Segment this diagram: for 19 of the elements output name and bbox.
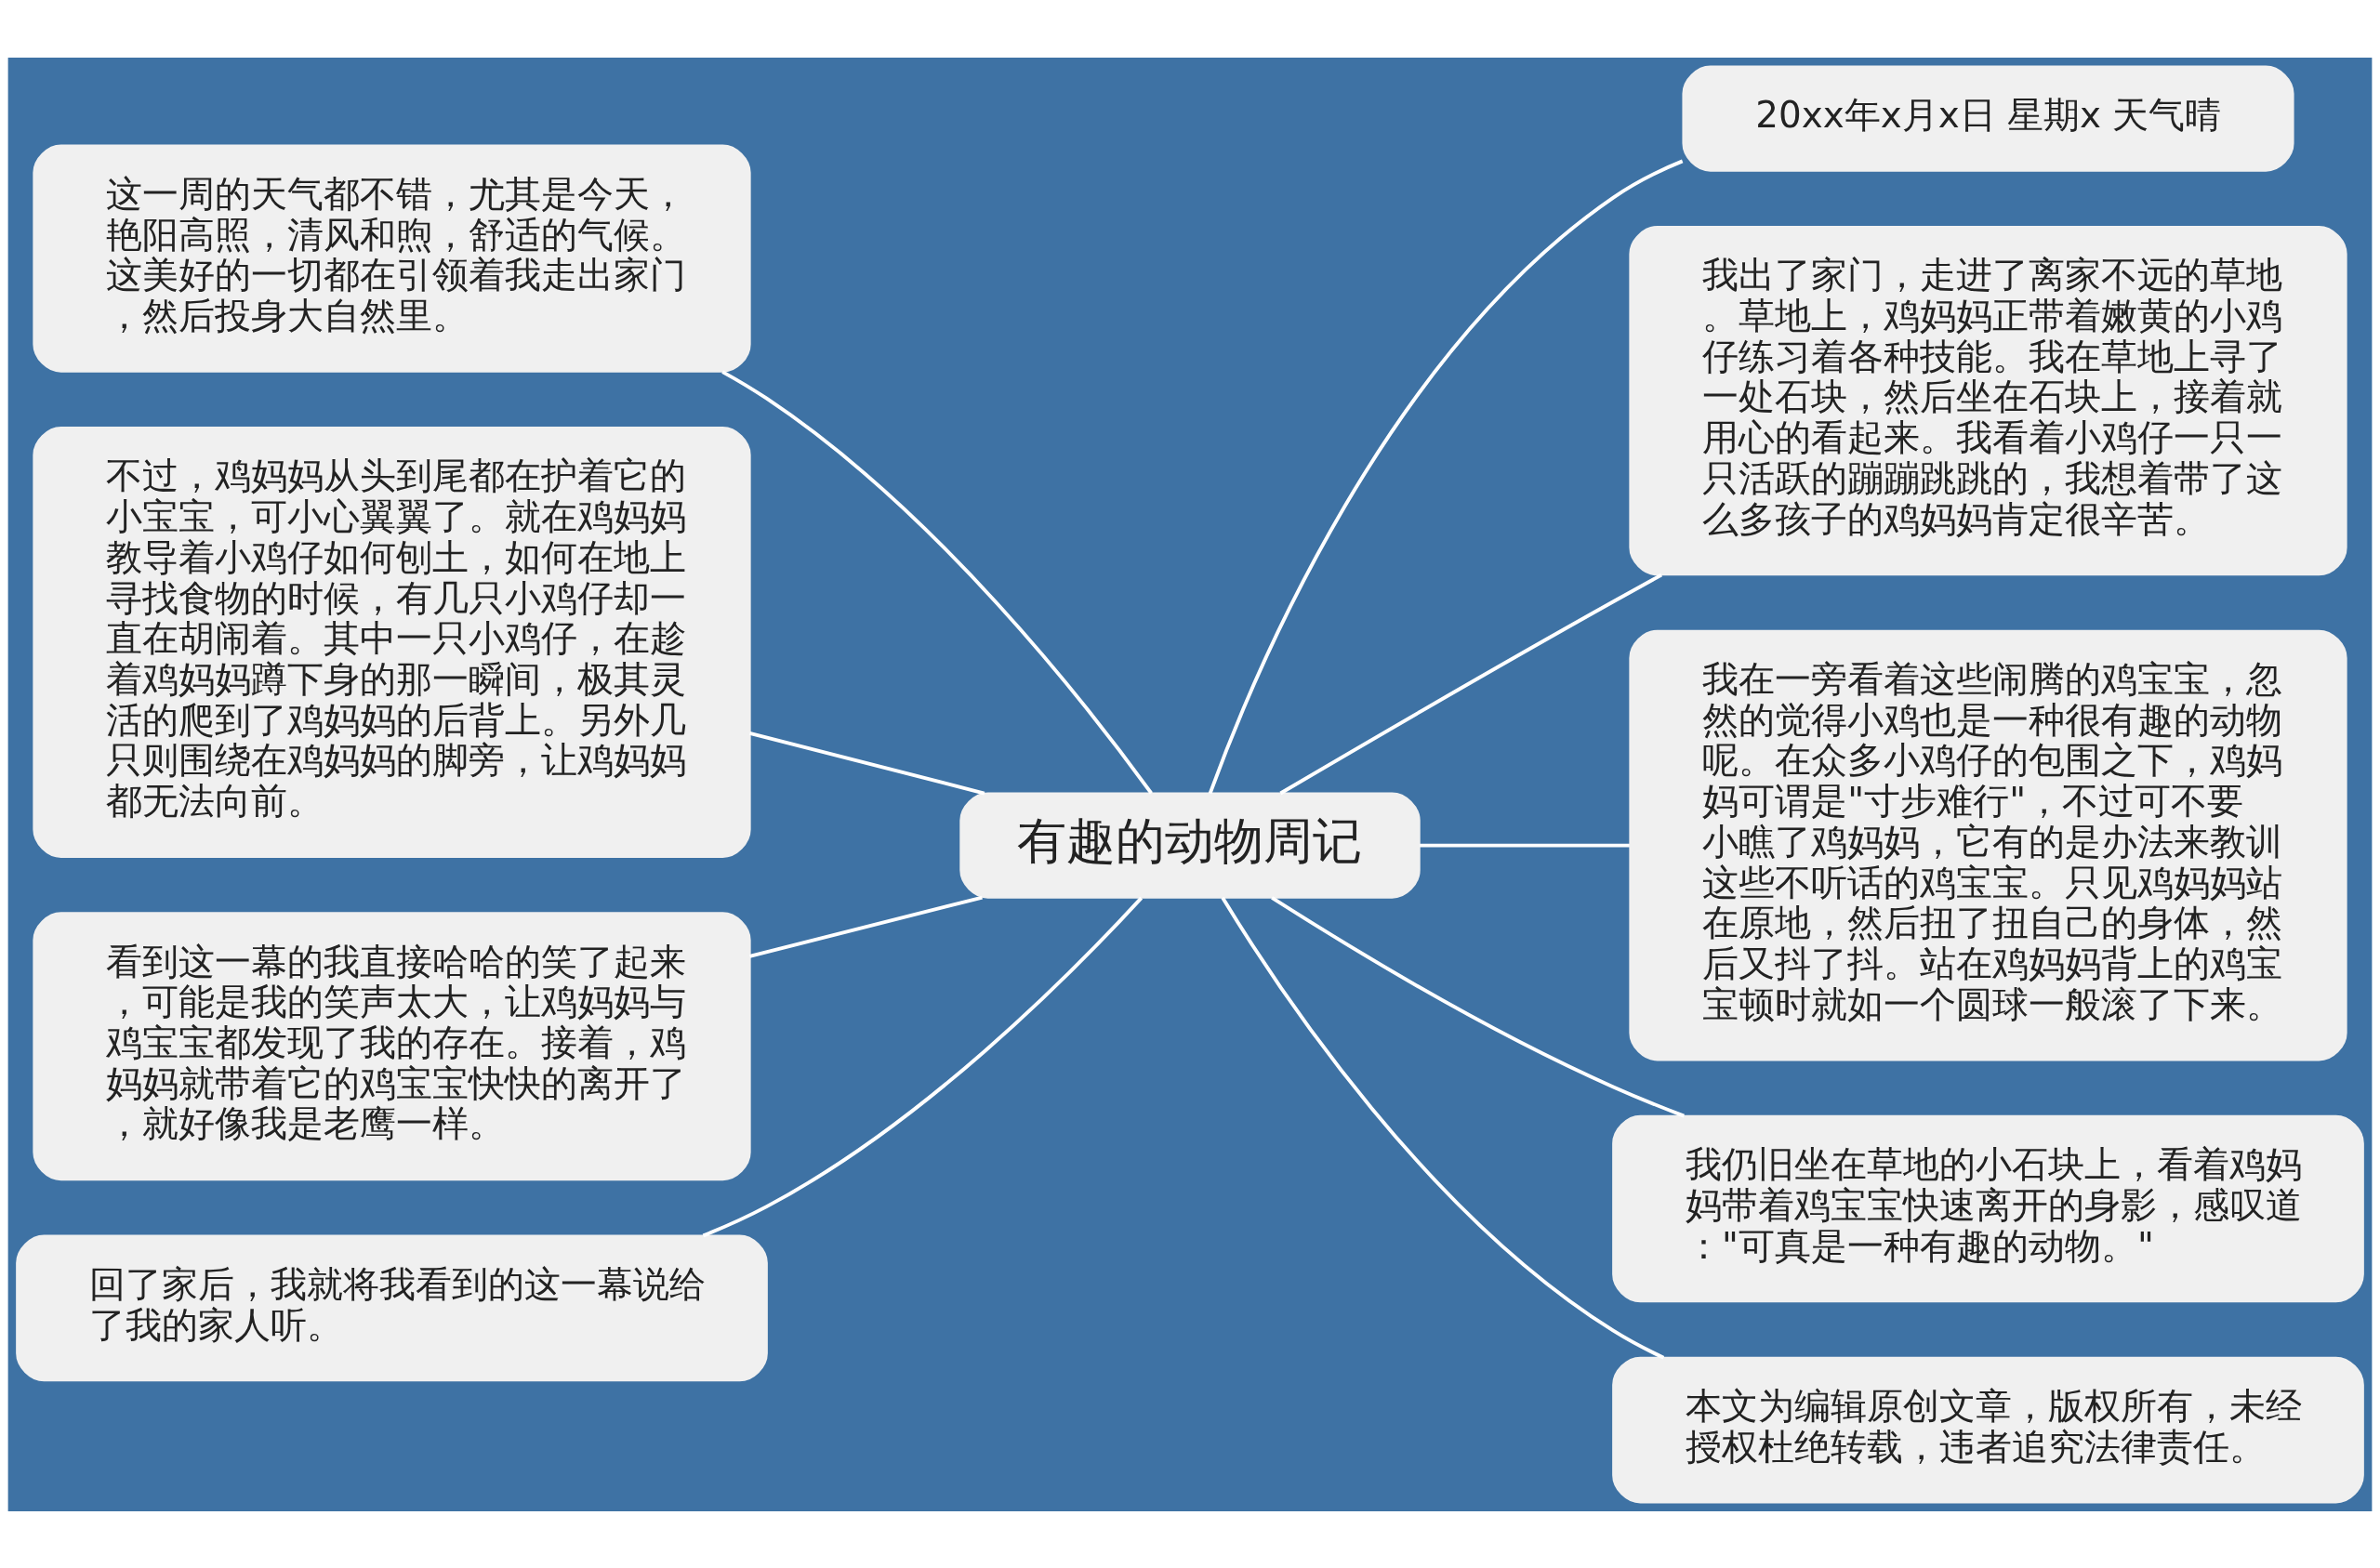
- connector: [721, 369, 1153, 795]
- connector: [748, 731, 985, 795]
- connector: [1208, 159, 1684, 794]
- node-box: 不过，鸡妈妈从头到尾都在护着它的小宝宝，可小心翼翼了。就在鸡妈妈教导着小鸡仔如何刨土，如何在地上寻找食物的时候，有几只小鸡仔却一直在胡闹着。其中一只小鸡仔，在趁着鸡妈妈蹲下身的那一瞬间，极其灵活的爬到了鸡妈妈的后背上。另外几只则围绕在鸡妈妈的脚旁，让鸡妈妈都无法向前。: [33, 426, 751, 858]
- connector: [1271, 895, 1685, 1117]
- connector: [1221, 896, 1665, 1359]
- connector: [1420, 843, 1630, 847]
- connector: [702, 896, 1144, 1237]
- connector: [1279, 573, 1663, 795]
- node-box: 我仍旧坐在草地的小石块上，看着鸡妈妈带着鸡宝宝快速离开的身影，感叹道："可真是一种有趣的动物。": [1612, 1114, 2364, 1302]
- node-box: 回了家后，我就将我看到的这一幕说给了我的家人听。: [16, 1234, 768, 1381]
- node-box: 看到这一幕的我直接哈哈的笑了起来，可能是我的笑声太大，让鸡妈妈与鸡宝宝都发现了我的存在。接着，鸡妈妈就带着它的鸡宝宝快快的离开了，就好像我是老鹰一样。: [33, 911, 751, 1180]
- connector: [748, 895, 983, 958]
- node-box: 有趣的动物周记: [959, 792, 1421, 899]
- node-box: 我出了家门，走进了离家不远的草地。草地上，鸡妈妈正带着嫩黄的小鸡仔练习着各种技能。我在草地上寻了一处石块，然后坐在石块上，接着就用心的看起来。我看着小鸡仔一只一只活跃的蹦蹦跳跳的，我想着带了这么多孩子的鸡妈妈肯定很辛苦。: [1629, 225, 2347, 575]
- node-box: 本文为编辑原创文章，版权所有，未经授权杜绝转载，违者追究法律责任。: [1612, 1356, 2364, 1503]
- node-box: 20xx年x月x日 星期x 天气晴: [1682, 65, 2294, 172]
- node-box: 这一周的天气都不错，尤其是今天，艳阳高照，清风和煦，舒适的气候。这美好的一切都在引领着我走出家门，然后投身大自然里。: [33, 144, 751, 373]
- node-box: 我在一旁看着这些闹腾的鸡宝宝，忽然的觉得小鸡也是一种很有趣的动物呢。在众多小鸡仔的包围之下，鸡妈妈可谓是"寸步难行"，不过可不要小瞧了鸡妈妈，它有的是办法来教训这些不听话的鸡宝宝。只见鸡妈妈站在原地，然后扭了扭自己的身体，然后又抖了抖。站在鸡妈妈背上的鸡宝宝顿时就如一个圆球一般滚了下来。: [1629, 629, 2347, 1061]
